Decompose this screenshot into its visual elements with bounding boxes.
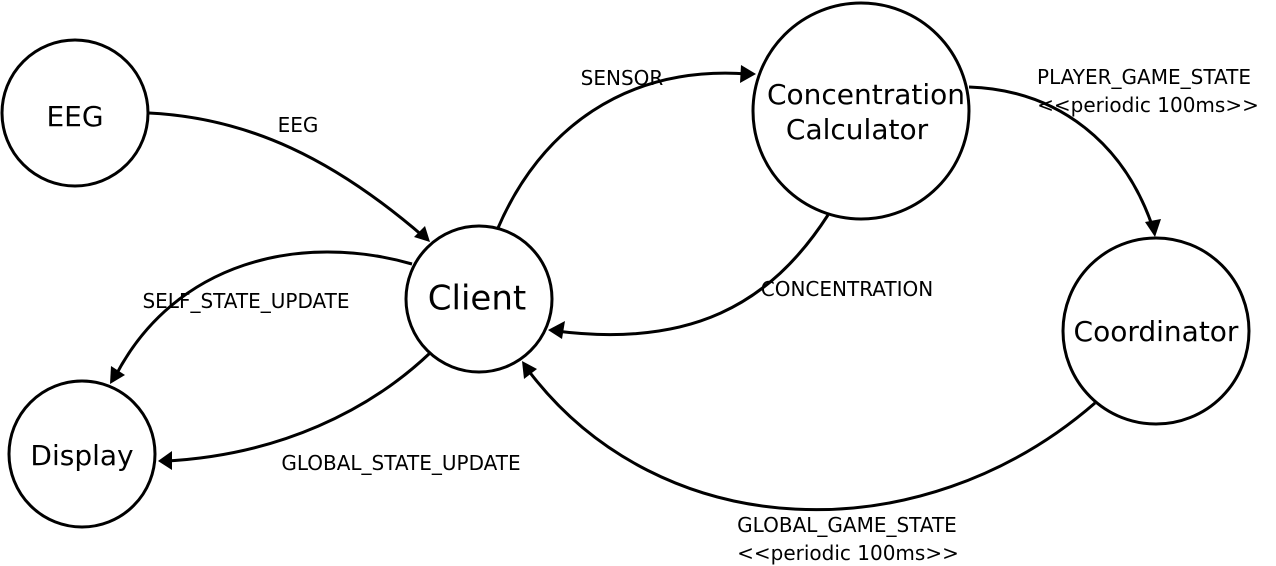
edge-label-player-game-state-period: <<periodic 100ms>> — [1037, 93, 1259, 117]
node-eeg: EEG — [0, 38, 150, 188]
node-coordinator: Coordinator — [1061, 236, 1251, 426]
node-concentration-calculator-label-line-1: Concentration — [767, 78, 965, 111]
edge-client-to-display-self-state — [110, 250, 413, 384]
edge-label-concentration: CONCENTRATION — [761, 277, 933, 301]
edge-label-player-game-state: PLAYER_GAME_STATE — [1037, 65, 1251, 89]
edge-client-to-display-global-state — [158, 351, 432, 470]
node-display-label: Display — [30, 439, 133, 472]
edge-label-sensor: SENSOR — [581, 66, 664, 90]
node-coordinator-label: Coordinator — [1074, 315, 1239, 348]
edge-label-global-game-state: GLOBAL_GAME_STATE — [737, 513, 957, 537]
node-eeg-label: EEG — [46, 100, 103, 133]
node-client-label: Client — [428, 279, 526, 319]
edge-concentration-calculator-to-coordinator — [968, 85, 1161, 237]
edge-label-eeg: EEG — [278, 113, 319, 137]
node-concentration-calculator: Concentration Calculator — [751, 1, 971, 221]
edge-label-global-state-update: GLOBAL_STATE_UPDATE — [281, 451, 520, 475]
node-concentration-calculator-label-line-2: Calculator — [786, 113, 929, 146]
edge-client-to-concentration-calculator — [496, 65, 756, 229]
node-display: Display — [7, 379, 157, 529]
edge-eeg-to-client — [148, 111, 430, 242]
edge-coordinator-to-client — [522, 361, 1096, 512]
edge-label-global-game-state-period: <<periodic 100ms>> — [737, 541, 959, 565]
edge-label-self-state-update: SELF_STATE_UPDATE — [142, 289, 349, 313]
node-client: Client — [404, 224, 554, 374]
edge-concentration-calculator-to-client — [548, 214, 830, 339]
